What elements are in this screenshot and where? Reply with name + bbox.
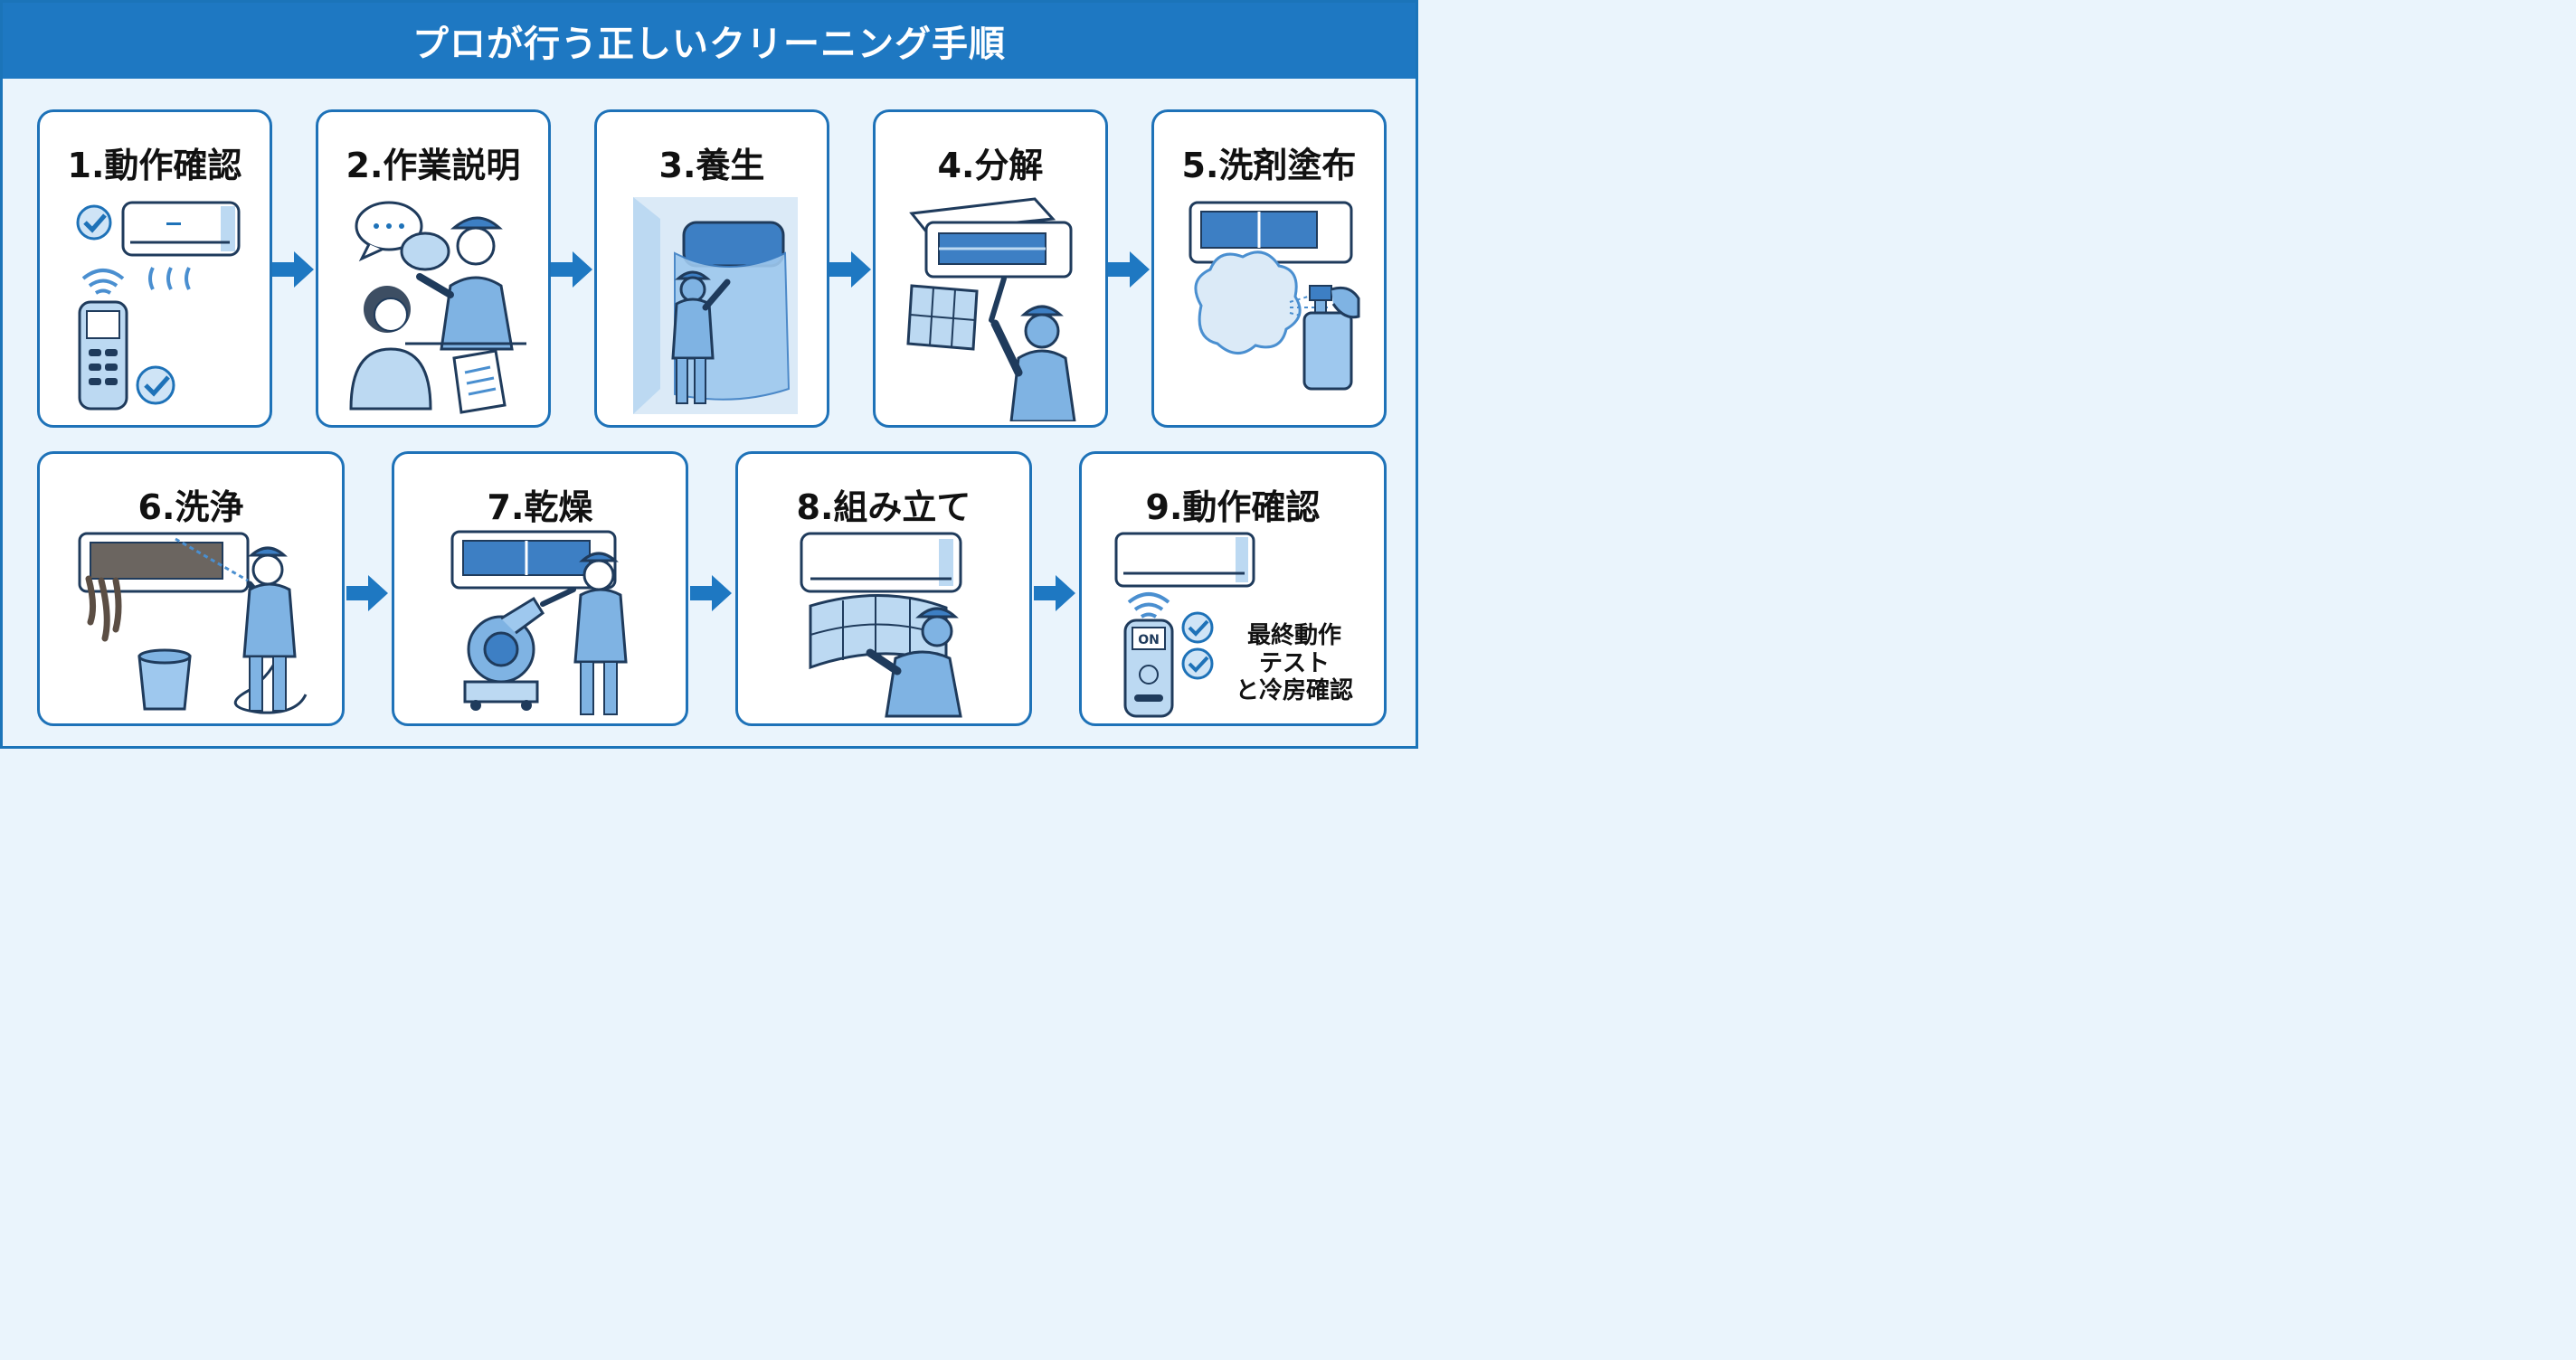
step-title-9: 9.動作確認 bbox=[1145, 487, 1321, 527]
worker-icon bbox=[416, 216, 514, 351]
step-title-6: 6.洗浄 bbox=[137, 487, 244, 527]
step-card-3: 3.養生 bbox=[594, 109, 829, 428]
infographic-page: プロが行う正しいクリーニング手順 1.動作確認 bbox=[0, 0, 1418, 749]
explanation-illustration bbox=[349, 201, 526, 414]
spray-bottle-icon bbox=[1302, 285, 1360, 391]
ac-check-illustration bbox=[76, 201, 241, 411]
check-icon bbox=[136, 365, 175, 405]
detergent-illustration bbox=[1189, 201, 1360, 391]
step-card-8: 8.組み立て bbox=[735, 451, 1032, 726]
ac-unit-icon bbox=[78, 532, 250, 593]
speech-bubble-icon bbox=[355, 201, 450, 271]
assembly-illustration bbox=[800, 532, 962, 718]
dirty-water bbox=[85, 575, 122, 642]
step-title-7: 7.乾燥 bbox=[487, 487, 593, 527]
check-icon bbox=[1181, 647, 1214, 680]
worker-icon bbox=[242, 546, 297, 712]
ac-unit-icon bbox=[909, 197, 1073, 279]
step-title-2: 2.作業説明 bbox=[346, 146, 521, 185]
worker-icon bbox=[990, 305, 1076, 421]
step-title-4: 4.分解 bbox=[937, 146, 1044, 185]
step-card-9: 9.動作確認 ON 最終動作 テスト と冷房確認 bbox=[1079, 451, 1387, 726]
worker-icon bbox=[573, 552, 628, 715]
check-icon bbox=[1181, 611, 1214, 644]
worker-icon bbox=[866, 607, 962, 718]
ac-unit-icon bbox=[121, 201, 241, 257]
final-note-line-1: 最終動作 bbox=[1246, 622, 1341, 649]
step-title-8: 8.組み立て bbox=[796, 487, 971, 527]
step-card-1: 1.動作確認 bbox=[37, 109, 272, 428]
ac-unit-icon bbox=[450, 530, 617, 590]
final-note-line-2: テスト bbox=[1258, 649, 1330, 677]
screwdriver-icon bbox=[989, 276, 1007, 323]
worker-icon bbox=[671, 270, 731, 404]
arrow-right-icon bbox=[551, 251, 592, 288]
customer-icon bbox=[349, 286, 432, 411]
remote-control-icon bbox=[78, 300, 128, 411]
disassembly-illustration bbox=[906, 197, 1076, 421]
airflow-icon bbox=[148, 267, 191, 290]
ac-unit-icon bbox=[1189, 201, 1353, 264]
arrow-right-icon bbox=[346, 575, 388, 611]
final-note-line-3: と冷房確認 bbox=[1235, 677, 1353, 705]
filter-icon bbox=[906, 284, 979, 351]
arrow-right-icon bbox=[272, 251, 314, 288]
arrow-right-icon bbox=[1034, 575, 1075, 611]
wifi-icon bbox=[1127, 592, 1170, 619]
foam-cloud bbox=[1194, 250, 1302, 354]
arrow-right-icon bbox=[1108, 251, 1150, 288]
ac-unit-icon bbox=[1114, 532, 1255, 588]
step-card-5: 5.洗剤塗布 bbox=[1151, 109, 1387, 428]
remote-on-label: ON bbox=[1138, 633, 1160, 647]
step-title-5: 5.洗剤塗布 bbox=[1181, 146, 1357, 185]
arrow-right-icon bbox=[829, 251, 871, 288]
protection-illustration bbox=[633, 197, 798, 414]
washing-illustration bbox=[78, 532, 308, 714]
air-hose bbox=[540, 587, 576, 607]
drying-illustration bbox=[450, 530, 628, 715]
step-title-1: 1.動作確認 bbox=[67, 146, 242, 185]
step-card-6: 6.洗浄 bbox=[37, 451, 345, 726]
arrow-right-icon bbox=[690, 575, 732, 611]
document-icon bbox=[452, 349, 507, 414]
page-title: プロが行う正しいクリーニング手順 bbox=[412, 24, 1006, 65]
bucket-icon bbox=[137, 648, 192, 711]
blower-icon bbox=[463, 596, 545, 711]
wifi-icon bbox=[81, 269, 125, 295]
step-card-2: 2.作業説明 bbox=[316, 109, 551, 428]
final-note: 最終動作 テスト と冷房確認 bbox=[1226, 622, 1362, 705]
final-check-illustration: ON bbox=[1114, 532, 1255, 718]
step-card-7: 7.乾燥 bbox=[392, 451, 688, 726]
remote-control-icon: ON bbox=[1123, 619, 1174, 718]
step-card-4: 4.分解 bbox=[873, 109, 1108, 428]
ac-unit-icon bbox=[800, 532, 962, 593]
title-bar: プロが行う正しいクリーニング手順 bbox=[3, 3, 1416, 79]
step-title-3: 3.養生 bbox=[658, 146, 765, 185]
check-icon bbox=[76, 204, 112, 241]
